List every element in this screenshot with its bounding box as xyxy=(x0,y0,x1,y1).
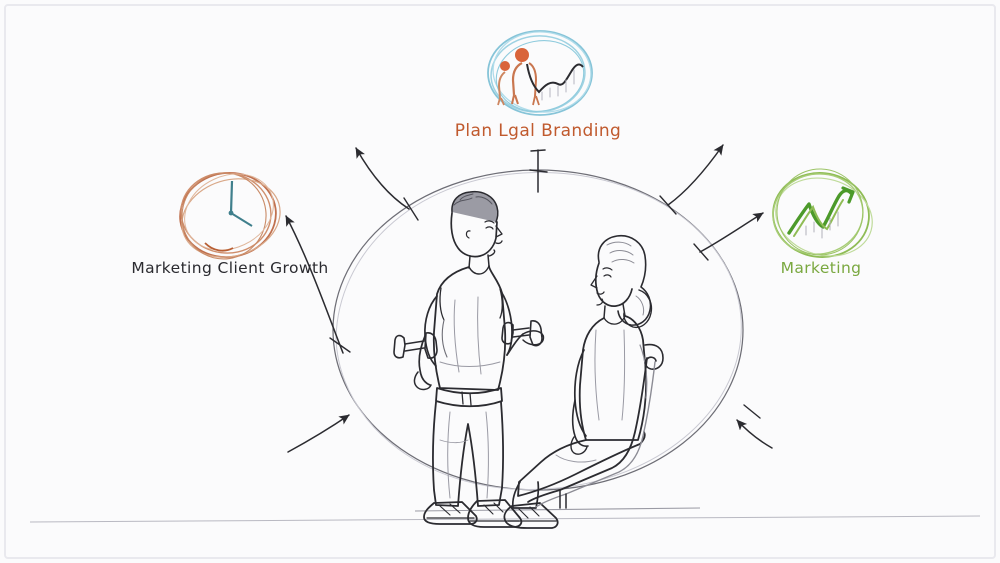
right-node-label: Marketing xyxy=(781,259,862,277)
page-frame xyxy=(4,4,996,559)
arrow-to-right-node xyxy=(699,212,764,253)
arrow-from-bottom-left xyxy=(287,414,350,453)
standing-man-with-dumbbells xyxy=(393,190,545,528)
clock-scribble-circle-icon xyxy=(179,171,281,260)
growth-arrow-circle-icon xyxy=(772,168,873,258)
dumbbell-right xyxy=(501,320,543,347)
arrow-to-top-left xyxy=(355,147,410,210)
left-node-label: Marketing Client Growth xyxy=(131,259,328,277)
top-node-label: Plan Lgal Branding xyxy=(455,121,622,141)
seated-woman-on-chair xyxy=(503,234,653,529)
arrow-group xyxy=(285,144,773,453)
arrow-from-bottom-right xyxy=(736,419,773,449)
central-ellipse xyxy=(332,169,744,491)
people-chart-circle-icon xyxy=(487,30,593,116)
chair xyxy=(527,343,664,509)
arrow-to-left-node xyxy=(285,215,344,354)
dumbbell-left xyxy=(393,332,438,359)
connector-top-stem xyxy=(529,149,548,193)
arrow-to-top-right xyxy=(667,144,724,206)
